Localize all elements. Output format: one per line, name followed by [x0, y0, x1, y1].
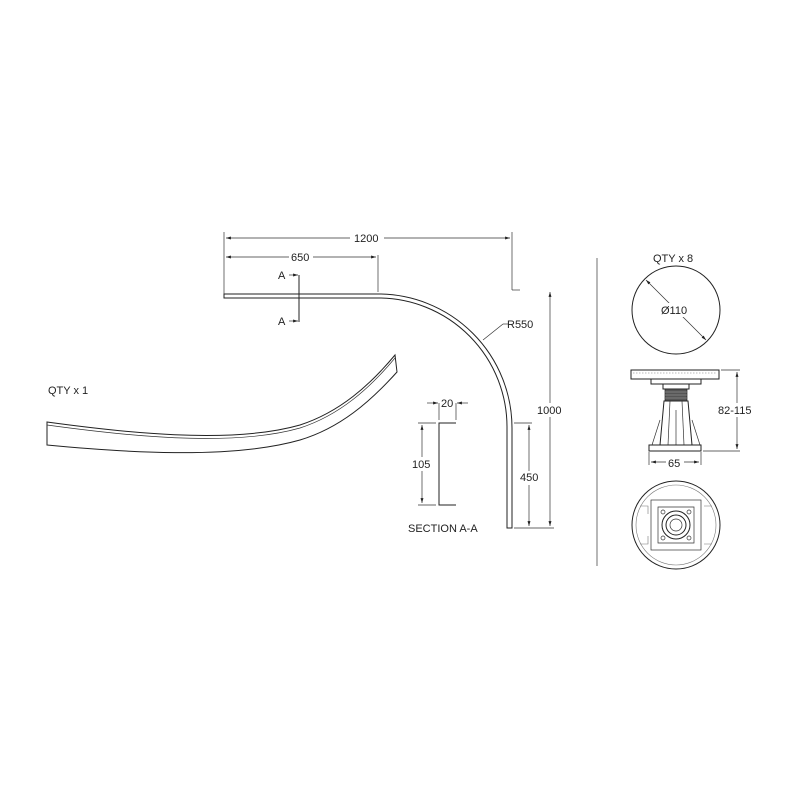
dimension-depth: 1000 — [537, 405, 561, 417]
section-title: SECTION A-A — [408, 523, 478, 535]
dimension-radius: R550 — [507, 319, 533, 331]
dimension-return-length: 450 — [520, 472, 538, 484]
dimension-leg-height-range: 82-115 — [718, 405, 751, 417]
leg-qty-label: QTY x 8 — [653, 253, 693, 265]
skirt-qty-label: QTY x 1 — [48, 385, 88, 397]
section-marker-top: A — [278, 270, 286, 282]
dimension-overall-width: 1200 — [354, 233, 378, 245]
dimension-straight-length: 650 — [291, 252, 309, 264]
dimension-flange-width: 20 — [441, 398, 453, 410]
dimension-leg-diameter: Ø110 — [661, 305, 687, 317]
section-marker-bottom: A — [278, 316, 286, 328]
plan-view: 1200 650 A A R550 1000 450 — [223, 231, 565, 529]
leg-bottom-view — [631, 480, 721, 570]
dimension-section-height: 105 — [412, 459, 430, 471]
leg-side-view: 82-115 65 — [630, 369, 757, 470]
skirt-perspective-view: QTY x 1 — [46, 353, 398, 454]
dimension-leg-base-width: 65 — [668, 458, 680, 470]
leg-top-view: QTY x 8 Ø110 — [631, 253, 721, 355]
section-a-a: 20 105 SECTION A-A — [408, 398, 478, 535]
